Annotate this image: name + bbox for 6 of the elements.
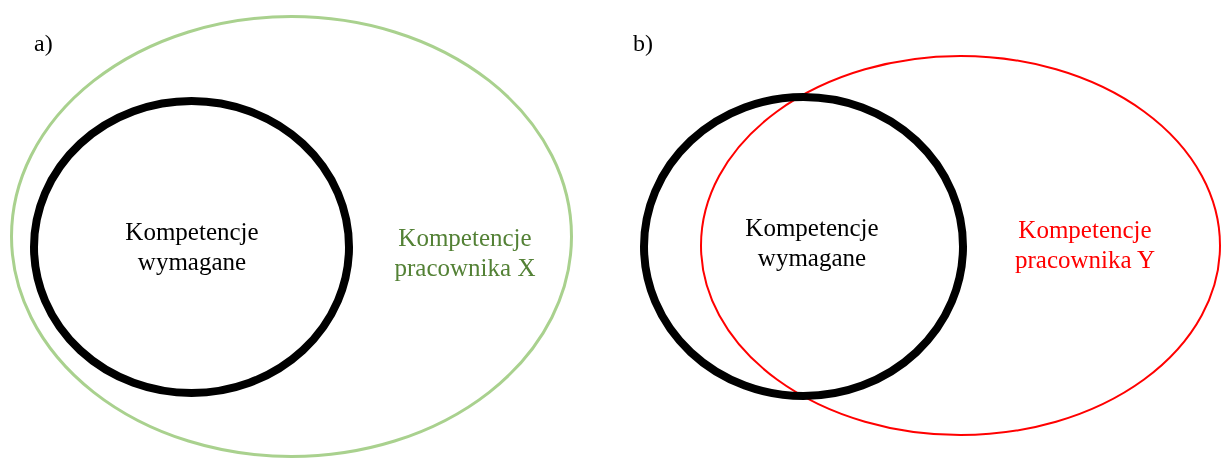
set-label: Kompetencje wymagane — [744, 213, 880, 273]
panel-label: b) — [633, 30, 653, 57]
set-label: Kompetencje pracownika X — [393, 223, 537, 283]
set-label: Kompetencje wymagane — [124, 217, 260, 277]
set-label: Kompetencje pracownika Y — [1014, 215, 1156, 275]
panel-label: a) — [34, 30, 53, 57]
